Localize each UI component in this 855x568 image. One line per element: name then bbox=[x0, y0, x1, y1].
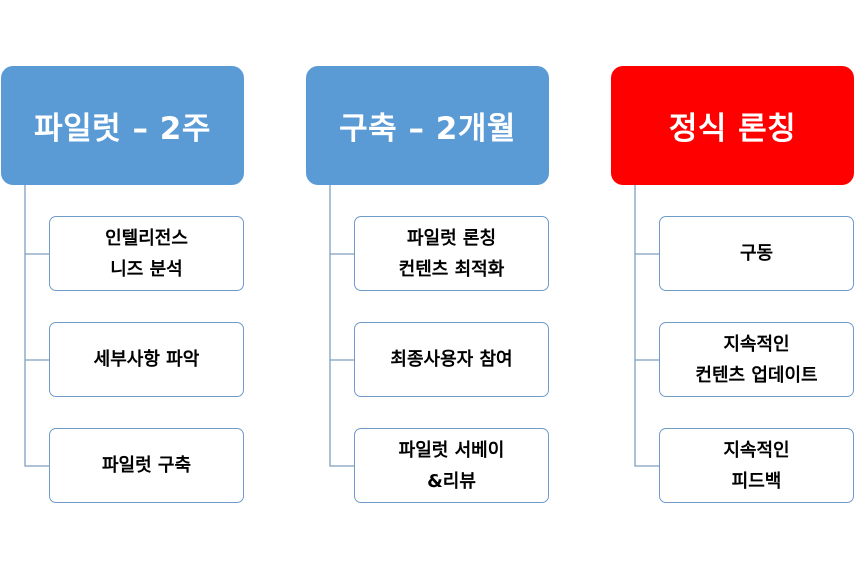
phase-task-box: 파일럿 론칭 컨텐츠 최적화 bbox=[354, 216, 549, 291]
task-line: 컨텐츠 업데이트 bbox=[695, 364, 818, 386]
task-line: 파일럿 론칭 bbox=[406, 227, 497, 249]
task-line: 구동 bbox=[739, 243, 774, 264]
task-line: 세부사항 파악 bbox=[93, 349, 200, 370]
task-line: 지속적인 bbox=[723, 333, 790, 355]
task-line: 지속적인 bbox=[723, 439, 790, 461]
phase-header: 파일럿 – 2주 bbox=[1, 66, 244, 185]
phase-task-box: 파일럿 서베이 &리뷰 bbox=[354, 428, 549, 503]
phase-task-box: 파일럿 구축 bbox=[49, 428, 244, 503]
task-line: 인텔리전스 bbox=[105, 227, 188, 249]
phase-task-box: 최종사용자 참여 bbox=[354, 322, 549, 397]
phase-column-launch: 정식 론칭 구동 지속적인 컨텐츠 업데이트 지속적인 피드백 bbox=[611, 0, 855, 568]
task-line: 니즈 분석 bbox=[110, 258, 183, 280]
phase-column-build: 구축 – 2개월 파일럿 론칭 컨텐츠 최적화 최종사용자 참여 파일럿 서베이… bbox=[306, 0, 551, 568]
phase-column-pilot: 파일럿 – 2주 인텔리전스 니즈 분석 세부사항 파악 파일럿 구축 bbox=[1, 0, 246, 568]
phase-task-box: 인텔리전스 니즈 분석 bbox=[49, 216, 244, 291]
phase-task-box: 구동 bbox=[659, 216, 854, 291]
phase-header: 정식 론칭 bbox=[611, 66, 854, 185]
task-line: 컨텐츠 최적화 bbox=[398, 258, 505, 280]
task-line: 파일럿 구축 bbox=[101, 455, 192, 476]
phase-task-box: 세부사항 파악 bbox=[49, 322, 244, 397]
task-line: &리뷰 bbox=[427, 470, 476, 492]
phase-task-box: 지속적인 피드백 bbox=[659, 428, 854, 503]
phase-header: 구축 – 2개월 bbox=[306, 66, 549, 185]
task-line: 최종사용자 참여 bbox=[390, 349, 513, 370]
task-line: 파일럿 서베이 bbox=[398, 439, 505, 461]
phase-task-box: 지속적인 컨텐츠 업데이트 bbox=[659, 322, 854, 397]
task-line: 피드백 bbox=[731, 470, 782, 492]
